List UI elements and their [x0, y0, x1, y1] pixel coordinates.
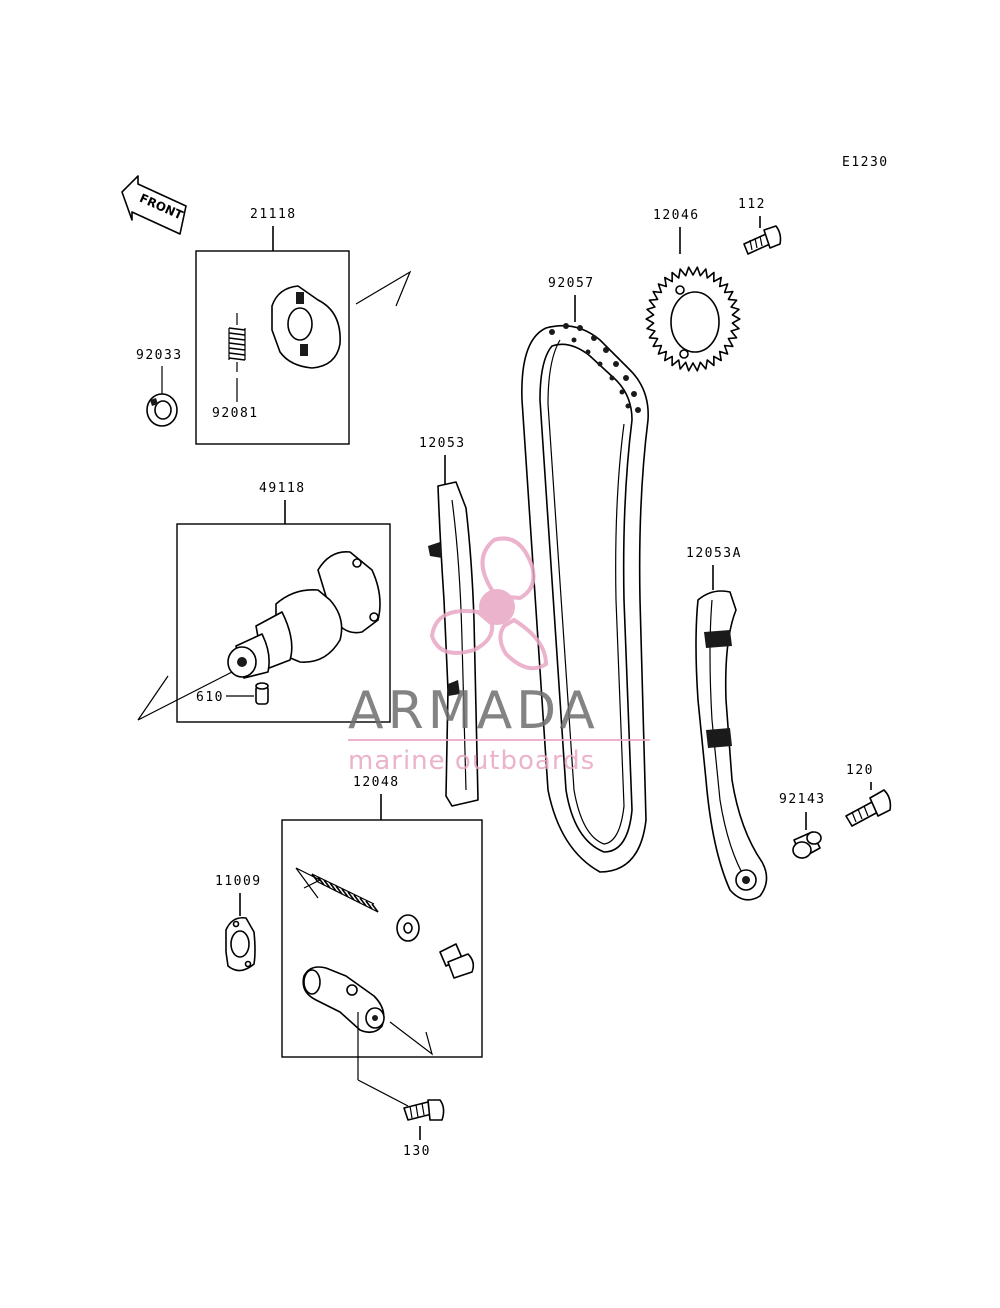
decompressor-weight-icon [271, 285, 341, 369]
label-12053: 12053 [419, 436, 466, 451]
bolt-120-icon [845, 789, 892, 827]
circlip-icon [146, 393, 178, 427]
propeller-logo-icon [429, 536, 549, 671]
armada-watermark: ARMADA marine outboards [348, 536, 650, 776]
label-92057: 92057 [548, 276, 595, 291]
collar-icon [792, 831, 822, 859]
group-box-21118 [195, 250, 350, 445]
gasket-icon [225, 916, 256, 972]
front-arrow-icon: FRONT [121, 175, 187, 235]
label-610: 610 [196, 690, 224, 705]
spring-icon [228, 313, 246, 372]
cam-chain-tensioner-icon [302, 966, 385, 1034]
cam-chain-icon [521, 323, 649, 873]
label-21118: 21118 [250, 207, 297, 222]
tensioner-spring-icon [295, 867, 379, 913]
plug-bolt-icon [439, 943, 475, 979]
label-92033: 92033 [136, 348, 183, 363]
label-120: 120 [846, 763, 874, 778]
diagram-code: E1230 [842, 155, 889, 170]
label-92143: 92143 [779, 792, 826, 807]
bolt-icon [743, 225, 782, 255]
bolt-130-icon [403, 1099, 445, 1121]
group-box-49118 [176, 523, 391, 723]
camshaft-icon [227, 551, 381, 679]
label-49118: 49118 [259, 481, 306, 496]
cam-sprocket-icon [645, 266, 741, 372]
label-92081: 92081 [212, 406, 259, 421]
chain-guide-icon [428, 481, 479, 807]
watermark-brand: ARMADA [348, 681, 599, 741]
label-112: 112 [738, 197, 766, 212]
watermark-tagline: marine outboards [348, 746, 595, 776]
label-11009: 11009 [215, 874, 262, 889]
label-12048: 12048 [353, 775, 400, 790]
washer-icon [396, 914, 420, 942]
label-130: 130 [403, 1144, 431, 1159]
group-box-12048 [281, 819, 483, 1058]
dowel-pin-icon [255, 682, 269, 705]
tensioner-guide-icon [695, 590, 768, 901]
label-12046: 12046 [653, 208, 700, 223]
label-12053A: 12053A [686, 546, 742, 561]
